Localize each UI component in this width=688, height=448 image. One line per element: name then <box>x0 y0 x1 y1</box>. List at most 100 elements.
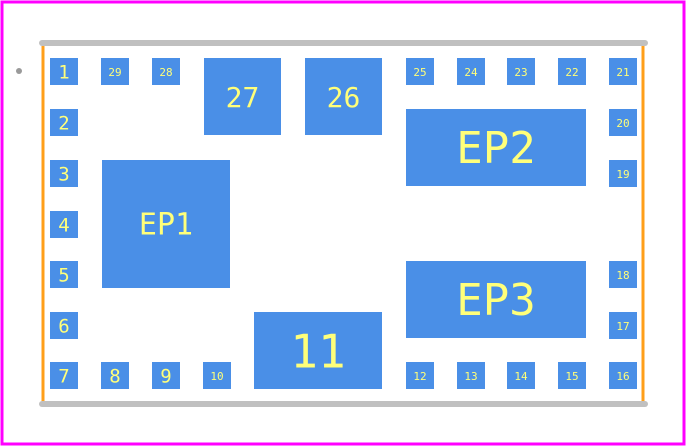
pad-p11-label: 11 <box>290 325 345 379</box>
pad-p7: 7 <box>50 362 78 389</box>
pad-ep3-label: EP3 <box>456 275 535 326</box>
pad-p24-label: 24 <box>464 66 478 79</box>
pad-p3-label: 3 <box>58 164 69 186</box>
pad-p9-label: 9 <box>160 366 171 388</box>
pad-p24: 24 <box>457 58 485 85</box>
pad-p10: 10 <box>203 362 231 389</box>
pad-p19-label: 19 <box>616 168 629 181</box>
pad-p16-label: 16 <box>616 370 629 383</box>
pad-p8-label: 8 <box>109 366 120 388</box>
pad-p25-shape <box>406 58 434 85</box>
pad-p10-shape <box>203 362 231 389</box>
pad-p5-label: 5 <box>58 265 69 287</box>
pad-ep3-shape <box>406 261 586 338</box>
pad-p15-label: 15 <box>565 370 578 383</box>
pad-p29: 29 <box>101 58 129 85</box>
pad-p7-label: 7 <box>58 366 69 388</box>
pad-p24-shape <box>457 58 485 85</box>
pad-p15: 15 <box>558 362 586 389</box>
pad-p29-shape <box>101 58 129 85</box>
pad-p14: 14 <box>507 362 535 389</box>
pad-ep2-shape <box>406 109 586 186</box>
pad-p14-label: 14 <box>514 370 528 383</box>
pad-p26-shape <box>305 58 382 135</box>
pad-p12: 12 <box>406 362 434 389</box>
pad-p1: 1 <box>50 58 78 85</box>
pad-p18-shape <box>609 261 637 288</box>
pad-p27-shape <box>204 58 281 135</box>
pad-p22-label: 22 <box>565 66 578 79</box>
pad-p9: 9 <box>152 362 180 389</box>
pad-p2-label: 2 <box>58 113 69 135</box>
pad-p8: 8 <box>101 362 129 389</box>
pad-p4-shape <box>50 211 78 238</box>
pad-p3: 3 <box>50 160 78 187</box>
pad-ep3: EP3 <box>406 261 586 338</box>
pad-p2-shape <box>50 109 78 136</box>
pad-p2: 2 <box>50 109 78 136</box>
pad-p23-label: 23 <box>514 66 527 79</box>
pad-p22-shape <box>558 58 586 85</box>
pad-p11: 11 <box>254 312 382 389</box>
pad-p17: 17 <box>609 312 637 339</box>
pad-p11-shape <box>254 312 382 389</box>
pad-ep2-label: EP2 <box>456 123 535 174</box>
pad-p1-shape <box>50 58 78 85</box>
pad-p17-shape <box>609 312 637 339</box>
pad-p16: 16 <box>609 362 637 389</box>
pin1-marker-dot <box>16 68 22 74</box>
pad-p19-shape <box>609 160 637 187</box>
pad-p28-shape <box>152 58 180 85</box>
pad-p16-shape <box>609 362 637 389</box>
pad-p15-shape <box>558 362 586 389</box>
pad-p6-shape <box>50 312 78 339</box>
pad-p8-shape <box>101 362 129 389</box>
pad-p27: 27 <box>204 58 281 135</box>
pad-p27-label: 27 <box>226 81 260 114</box>
pad-p28-label: 28 <box>159 66 172 79</box>
pad-p22: 22 <box>558 58 586 85</box>
pad-ep1-shape <box>102 160 230 288</box>
pad-p10-label: 10 <box>210 370 223 383</box>
pad-p14-shape <box>507 362 535 389</box>
pad-ep1-label: EP1 <box>139 208 193 243</box>
pad-p29-label: 29 <box>108 66 121 79</box>
pad-p1-label: 1 <box>58 62 69 84</box>
pad-p21-shape <box>609 58 637 85</box>
pad-p13-label: 13 <box>464 370 477 383</box>
pad-p12-shape <box>406 362 434 389</box>
pad-p6: 6 <box>50 312 78 339</box>
pad-p21: 21 <box>609 58 637 85</box>
pad-p4-label: 4 <box>58 215 69 237</box>
pad-p19: 19 <box>609 160 637 187</box>
pad-p13: 13 <box>457 362 485 389</box>
pad-p12-label: 12 <box>413 370 426 383</box>
pad-p25: 25 <box>406 58 434 85</box>
pad-p17-label: 17 <box>616 320 629 333</box>
pad-p23-shape <box>507 58 535 85</box>
pad-p20: 20 <box>609 109 637 136</box>
pad-p6-label: 6 <box>58 316 69 338</box>
pad-p25-label: 25 <box>413 66 426 79</box>
pad-p26: 26 <box>305 58 382 135</box>
pad-p5-shape <box>50 261 78 288</box>
pad-p13-shape <box>457 362 485 389</box>
pad-p3-shape <box>50 160 78 187</box>
pad-p20-shape <box>609 109 637 136</box>
pad-p21-label: 21 <box>616 66 629 79</box>
pad-p9-shape <box>152 362 180 389</box>
pad-ep2: EP2 <box>406 109 586 186</box>
pad-p28: 28 <box>152 58 180 85</box>
pad-p18: 18 <box>609 261 637 288</box>
pad-ep1: EP1 <box>102 160 230 288</box>
pad-p5: 5 <box>50 261 78 288</box>
pad-p20-label: 20 <box>616 117 629 130</box>
pad-p4: 4 <box>50 211 78 238</box>
pad-p26-label: 26 <box>327 81 361 114</box>
pad-p18-label: 18 <box>616 269 629 282</box>
pad-p23: 23 <box>507 58 535 85</box>
pad-p7-shape <box>50 362 78 389</box>
